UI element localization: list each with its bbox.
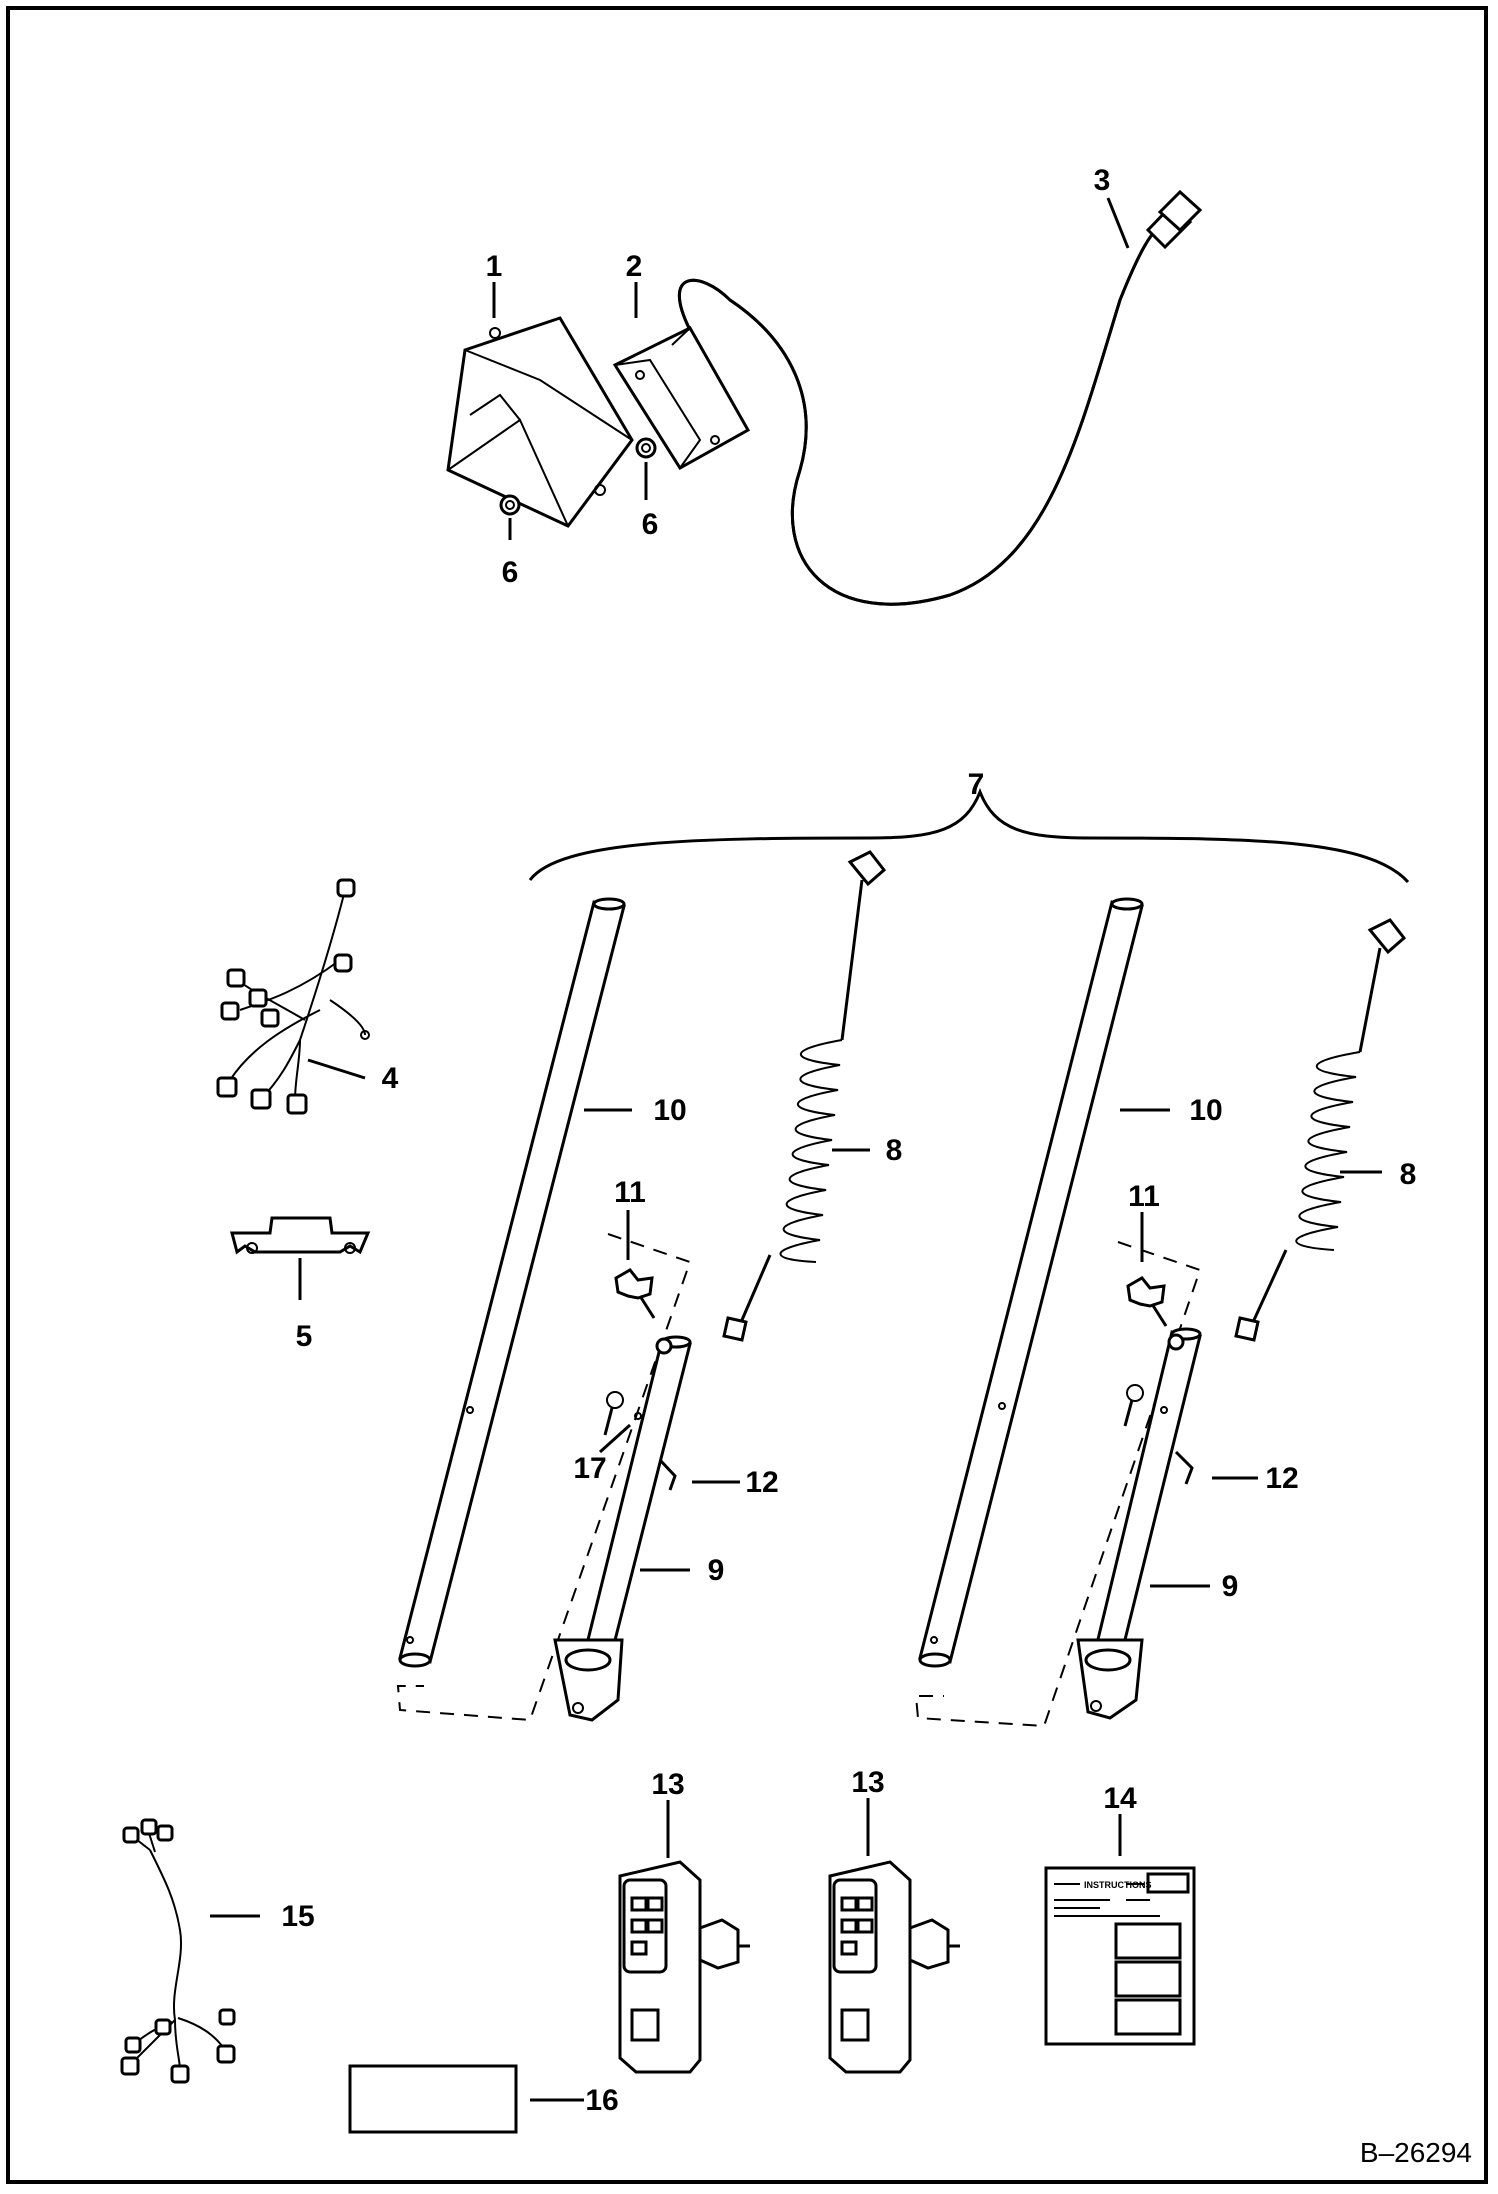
callout-label: 11 [614, 1176, 646, 1209]
lynch-pin-part [658, 1458, 677, 1491]
pin-part [603, 1391, 642, 1436]
callout-label: 5 [296, 1320, 313, 1353]
callout-label: 7 [968, 768, 985, 801]
wiring-harness-part [120, 1818, 236, 2084]
callout-label: 12 [745, 1466, 778, 1499]
callout-label: 2 [626, 250, 643, 283]
callout-label: 13 [851, 1766, 884, 1799]
callout-label: 17 [573, 1452, 606, 1485]
cable-part [677, 189, 1203, 606]
control-handle-part [618, 1860, 750, 2074]
callout-label: 10 [1189, 1094, 1222, 1127]
callout-label: 13 [651, 1768, 684, 1801]
callout-label: 8 [1400, 1158, 1417, 1191]
lynch-pin-part [1174, 1450, 1194, 1485]
callout-label: 9 [1222, 1570, 1239, 1603]
callout-label: 4 [382, 1062, 399, 1095]
control-handle-part [828, 1860, 960, 2074]
callout-label: 11 [1128, 1180, 1160, 1213]
callout-label: 8 [886, 1134, 903, 1167]
callout-label: 10 [653, 1094, 686, 1127]
pin-part [1123, 1384, 1168, 1427]
page-border [6, 6, 1488, 2184]
wiring-harness-part [216, 878, 370, 1115]
knob-part [1126, 1276, 1168, 1327]
knob-part [614, 1268, 656, 1319]
callout-label: 6 [502, 556, 519, 589]
document-number: B–26294 [1360, 2137, 1472, 2168]
callout-label: 14 [1103, 1782, 1137, 1815]
instruction-sheet-part: INSTRUCTIONS [1044, 1866, 1196, 2046]
callout-label: 12 [1265, 1462, 1298, 1495]
coiled-cord-part [1234, 918, 1407, 1342]
short-tube-part [553, 1335, 692, 1722]
long-tube-part [918, 897, 1144, 1668]
instruction-sheet-title: INSTRUCTIONS [1084, 1880, 1152, 1890]
decal-part [348, 2064, 518, 2134]
bracket-part [446, 316, 634, 528]
callout-label: 15 [281, 1900, 314, 1933]
callout-label: 3 [1094, 164, 1111, 197]
switch-box-part [612, 326, 751, 471]
short-tube-part [1076, 1327, 1202, 1720]
callout-label: 16 [585, 2084, 618, 2117]
nut-part [499, 494, 521, 516]
mounting-bracket-part [230, 1216, 371, 1255]
callout-label: 9 [708, 1554, 725, 1587]
long-tube-part [398, 897, 626, 1668]
callout-label: 6 [642, 508, 659, 541]
callout-label: 1 [486, 250, 503, 283]
nut-part [635, 437, 657, 459]
coiled-cord-part [722, 850, 887, 1342]
